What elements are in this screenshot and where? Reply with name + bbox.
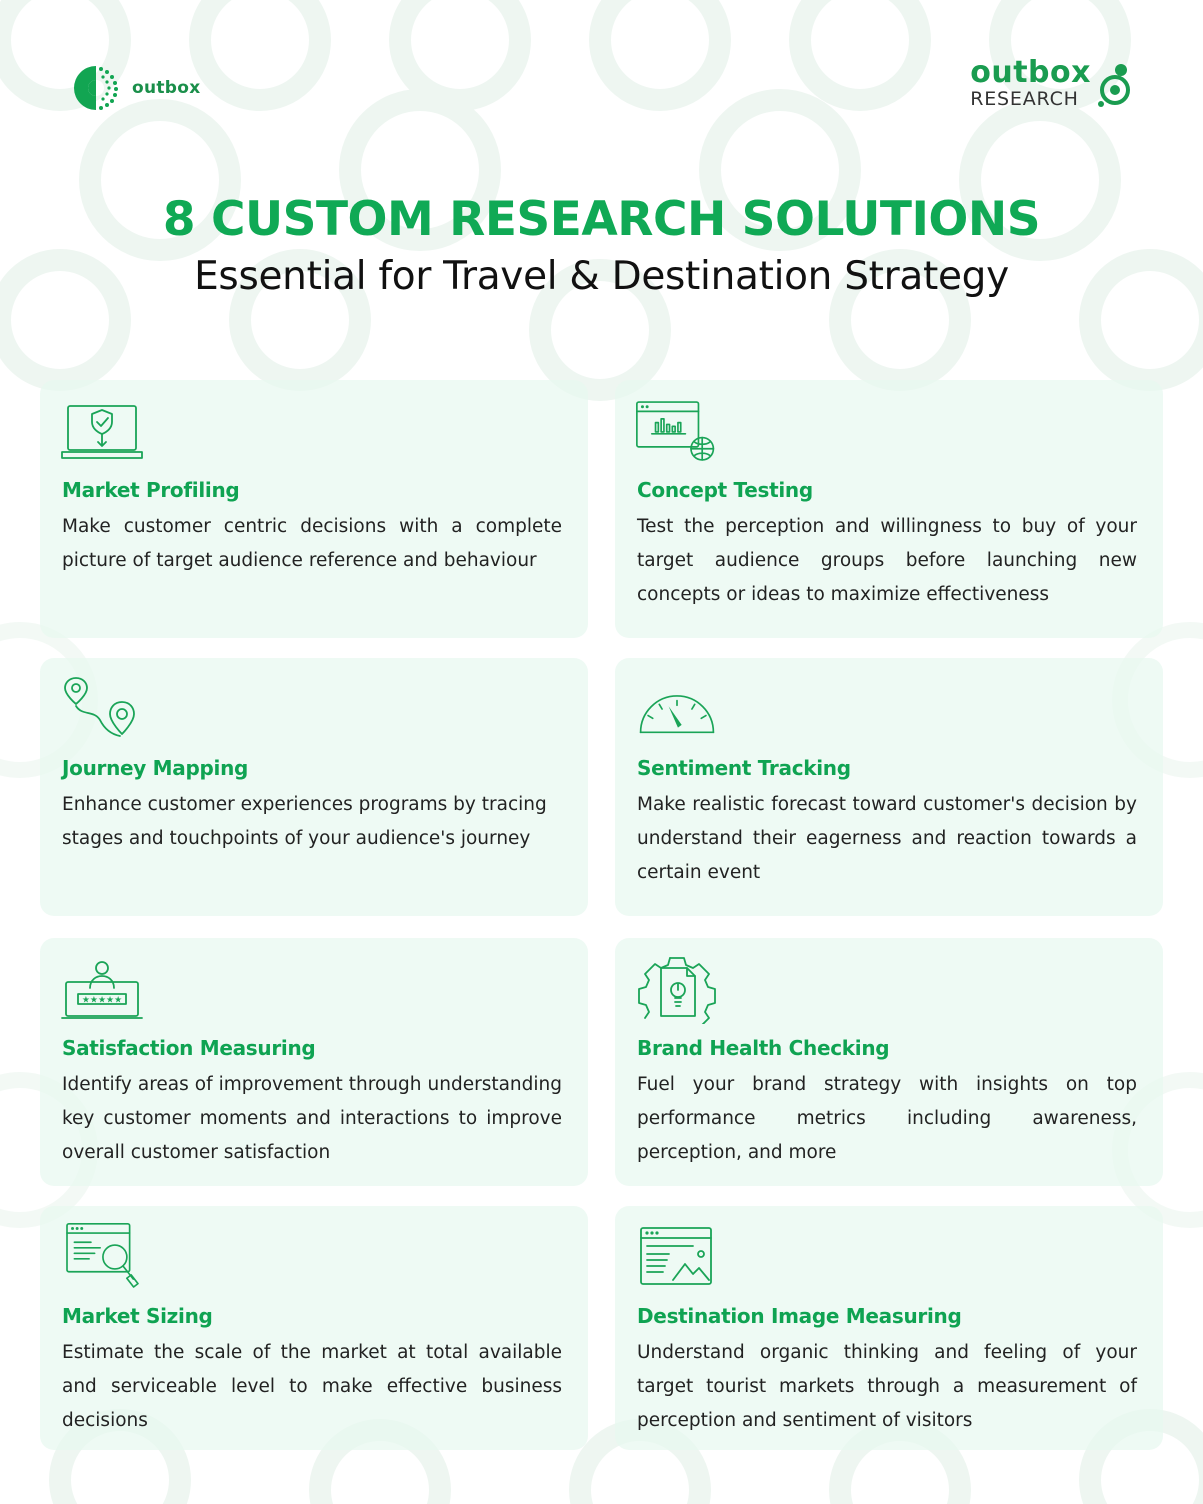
- solution-card-satisfaction-measuring: ★★★★★ Satisfaction Measuring Identify ar…: [40, 938, 588, 1186]
- outbox-logo-mark-icon: [74, 66, 118, 110]
- solution-card-journey-mapping: Journey Mapping Enhance customer experie…: [40, 658, 588, 916]
- outbox-research-logo-subword: RESEARCH: [970, 88, 1079, 110]
- outbox-logo: outbox: [70, 62, 201, 114]
- outbox-research-logo: outbox RESEARCH: [970, 58, 1133, 110]
- card-title: Sentiment Tracking: [637, 756, 851, 780]
- solution-card-sentiment-tracking: Sentiment Tracking Make realistic foreca…: [615, 658, 1163, 916]
- speedometer-gauge-icon: [639, 695, 715, 734]
- browser-magnifier-icon: [66, 1223, 139, 1288]
- card-description: Make customer centric decisions with a c…: [62, 516, 562, 571]
- browser-chart-globe-icon: [636, 401, 715, 461]
- svg-text:★★★★★: ★★★★★: [82, 996, 122, 1006]
- laptop-shield-icon: [61, 405, 143, 459]
- outbox-research-logo-word: outbox: [970, 55, 1091, 90]
- outbox-logo-text: outbox: [132, 78, 201, 98]
- card-title: Brand Health Checking: [637, 1036, 890, 1060]
- card-description: Make realistic forecast toward customer'…: [637, 794, 1137, 883]
- laptop-user-rating-icon: ★★★★★: [61, 961, 143, 1019]
- card-title: Journey Mapping: [62, 756, 249, 780]
- card-title: Market Profiling: [62, 478, 240, 502]
- solution-card-brand-health-checking: Brand Health Checking Fuel your brand st…: [615, 938, 1163, 1186]
- card-description: Fuel your brand strategy with insights o…: [637, 1074, 1137, 1163]
- outbox-research-logo-mark-icon: [1098, 64, 1130, 107]
- card-title: Concept Testing: [637, 478, 813, 502]
- card-description: Identify areas of improvement through un…: [62, 1074, 562, 1163]
- gear-document-bulb-icon: [638, 957, 716, 1024]
- card-description: Test the perception and willingness to b…: [637, 516, 1137, 605]
- browser-image-icon: [640, 1227, 712, 1285]
- card-description: Understand organic thinking and feeling …: [637, 1342, 1137, 1431]
- card-description: Enhance customer experiences programs by…: [62, 794, 547, 849]
- card-title: Satisfaction Measuring: [62, 1036, 316, 1060]
- map-route-pins-icon: [64, 677, 135, 737]
- solution-card-destination-image-measuring: Destination Image Measuring Understand o…: [615, 1206, 1163, 1450]
- solution-card-concept-testing: Concept Testing Test the perception and …: [615, 380, 1163, 638]
- page-subtitle: Essential for Travel & Destination Strat…: [194, 254, 1009, 299]
- solution-card-market-sizing: Market Sizing Estimate the scale of the …: [40, 1206, 588, 1450]
- card-title: Destination Image Measuring: [637, 1304, 962, 1328]
- card-title: Market Sizing: [62, 1304, 213, 1328]
- card-description: Estimate the scale of the market at tota…: [62, 1342, 562, 1431]
- solution-card-market-profiling: Market Profiling Make customer centric d…: [40, 380, 588, 638]
- page-title: 8 CUSTOM RESEARCH SOLUTIONS: [162, 192, 1041, 247]
